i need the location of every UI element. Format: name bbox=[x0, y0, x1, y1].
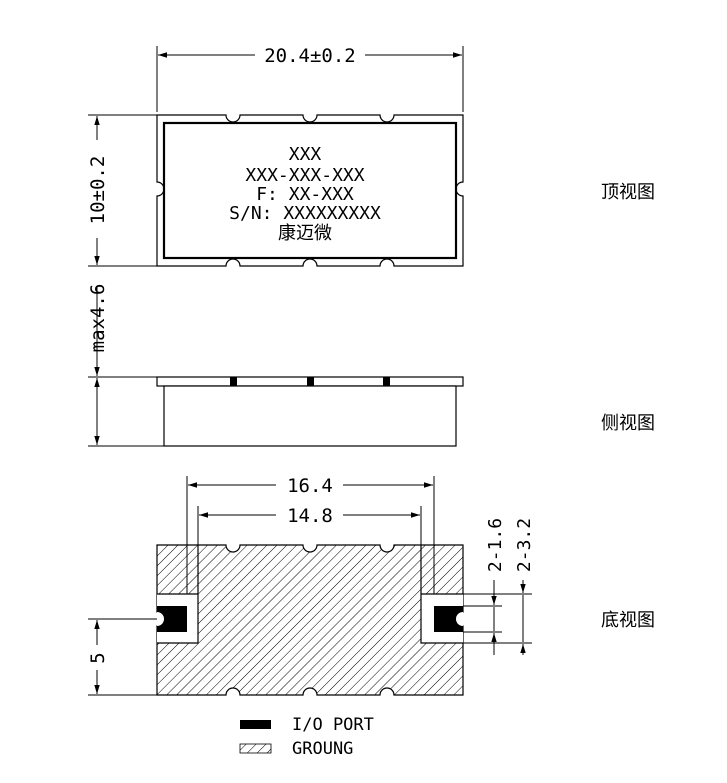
side-view-caption: 侧视图 bbox=[601, 413, 655, 434]
top-view: 20.4±0.2 10±0.2 XXX XXX-XXX-XXX F: XX-XX… bbox=[87, 45, 655, 267]
top-height-dimension: 10±0.2 bbox=[87, 156, 109, 225]
top-width-dimension: 20.4±0.2 bbox=[264, 45, 356, 67]
right-io-port bbox=[434, 606, 463, 632]
marking-line-1: XXX bbox=[289, 144, 322, 165]
top-view-caption: 顶视图 bbox=[601, 182, 655, 203]
marking-line-2: XXX-XXX-XXX bbox=[245, 165, 364, 186]
io-port-legend-label: I/O PORT bbox=[292, 715, 374, 735]
inner-pad-span-dimension: 14.8 bbox=[287, 505, 333, 527]
ground-plane bbox=[156, 544, 464, 696]
side-pin-mark bbox=[307, 377, 314, 386]
right-pad-clearance-outline bbox=[420, 545, 463, 644]
io-port-swatch bbox=[240, 720, 271, 729]
marking-line-4: S/N: XXXXXXXXX bbox=[229, 203, 381, 224]
left-io-port bbox=[157, 606, 187, 632]
outer-pad-span-dimension: 16.4 bbox=[287, 475, 333, 497]
top-outline bbox=[156, 114, 464, 267]
side-pin-mark bbox=[383, 377, 390, 386]
ground-swatch bbox=[239, 743, 272, 754]
side-pin-mark bbox=[230, 377, 237, 386]
side-view: max4.6 侧视图 bbox=[87, 284, 655, 447]
pad-small-dimension: 2-1.6 bbox=[485, 518, 506, 572]
left-pad-clearance-outline bbox=[157, 545, 199, 644]
pad-offset-dimension: 5 bbox=[87, 652, 109, 663]
side-height-dimension: max4.6 bbox=[87, 284, 109, 353]
side-body bbox=[163, 385, 457, 447]
ground-legend-label: GROUNG bbox=[292, 739, 353, 759]
bottom-view: 16.4 14.8 5 2-1.6 bbox=[87, 475, 655, 696]
legend: I/O PORT GROUNG bbox=[239, 715, 374, 759]
pad-large-dimension: 2-3.2 bbox=[514, 518, 535, 572]
top-inner-frame bbox=[162, 121, 458, 260]
bottom-view-caption: 底视图 bbox=[601, 610, 655, 631]
marking-line-3: F: XX-XXX bbox=[256, 184, 354, 205]
marking-line-5: 康迈微 bbox=[278, 223, 332, 244]
